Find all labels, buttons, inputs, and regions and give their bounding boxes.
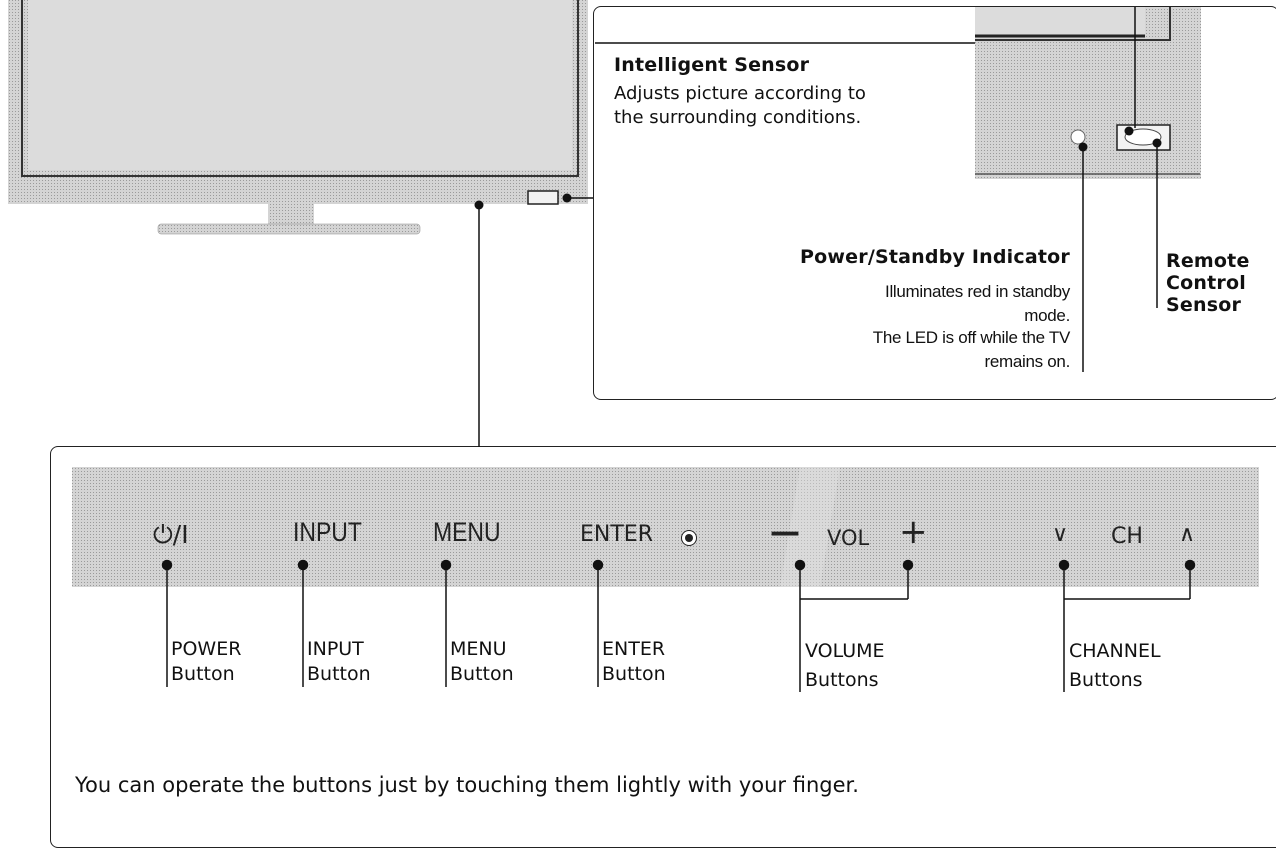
- channel-buttons-label-1: CHANNEL: [1069, 640, 1161, 662]
- power-button-label-2: Button: [171, 663, 235, 685]
- power-indicator-desc-4: remains on.: [984, 352, 1070, 371]
- intelligent-sensor-desc-1: Adjusts picture according to: [614, 83, 866, 104]
- remote-sensor-label-1: Remote: [1166, 250, 1250, 272]
- volume-buttons-label-1: VOLUME: [805, 640, 885, 662]
- remote-sensor-label-2: Control: [1166, 272, 1246, 294]
- sensor-zoom-illustration: [595, 7, 1201, 179]
- intelligent-sensor-title: Intelligent Sensor: [614, 54, 810, 76]
- input-button-label-2: Button: [307, 663, 371, 685]
- menu-button-label-1: MENU: [450, 638, 507, 660]
- power-symbol: ⏻/I: [153, 520, 189, 549]
- enter-button-label-2: Button: [602, 663, 666, 685]
- ch-up-icon: ∧: [1179, 522, 1196, 547]
- control-panel-strip: [72, 467, 1259, 587]
- volume-buttons-label-2: Buttons: [805, 669, 879, 691]
- panel-ch-label: CH: [1111, 524, 1143, 549]
- power-indicator-desc-2: mode.: [1024, 306, 1070, 325]
- tv-stand-base: [157, 223, 421, 235]
- panel-vol-label: VOL: [827, 526, 870, 550]
- power-indicator-title: Power/Standby Indicator: [800, 246, 1070, 268]
- remote-sensor-label-3: Sensor: [1166, 294, 1242, 316]
- enter-button-label-1: ENTER: [602, 638, 666, 660]
- power-indicator-desc-1: Illuminates red in standby: [885, 282, 1070, 301]
- tv-screen: [21, 0, 579, 177]
- vol-plus-icon: +: [899, 512, 928, 552]
- power-button-label-1: POWER: [171, 638, 242, 660]
- sensor-window-small: [527, 190, 559, 205]
- tv-screen-inner: [28, 0, 572, 170]
- panel-enter-label: ENTER: [580, 522, 653, 547]
- power-button-label: POWER Button: [171, 637, 241, 687]
- menu-button-label: MENU Button: [450, 637, 514, 687]
- channel-buttons-label: CHANNEL Buttons: [1069, 637, 1161, 695]
- input-button-label: INPUT Button: [307, 637, 371, 687]
- tv-stand-neck: [268, 204, 314, 226]
- menu-button-label-2: Button: [450, 663, 514, 685]
- panel-menu-label: MENU: [433, 517, 501, 547]
- power-led: [1070, 129, 1086, 145]
- intelligent-sensor-desc-2: the surrounding conditions.: [614, 107, 862, 128]
- tv-illustration: [8, 0, 588, 235]
- enter-button-label: ENTER Button: [602, 637, 666, 687]
- vol-minus-icon: —: [770, 515, 800, 550]
- volume-buttons-label: VOLUME Buttons: [805, 637, 885, 695]
- tv-front-diagram: [8, 0, 1259, 692]
- panel-input-label: INPUT: [293, 517, 362, 547]
- enter-dot-icon: [681, 530, 697, 546]
- touch-note: You can operate the buttons just by touc…: [75, 773, 859, 797]
- input-button-label-1: INPUT: [307, 638, 364, 660]
- channel-buttons-label-2: Buttons: [1069, 669, 1143, 691]
- ch-down-icon: ∨: [1052, 522, 1069, 547]
- power-indicator-desc-3: The LED is off while the TV: [872, 328, 1071, 347]
